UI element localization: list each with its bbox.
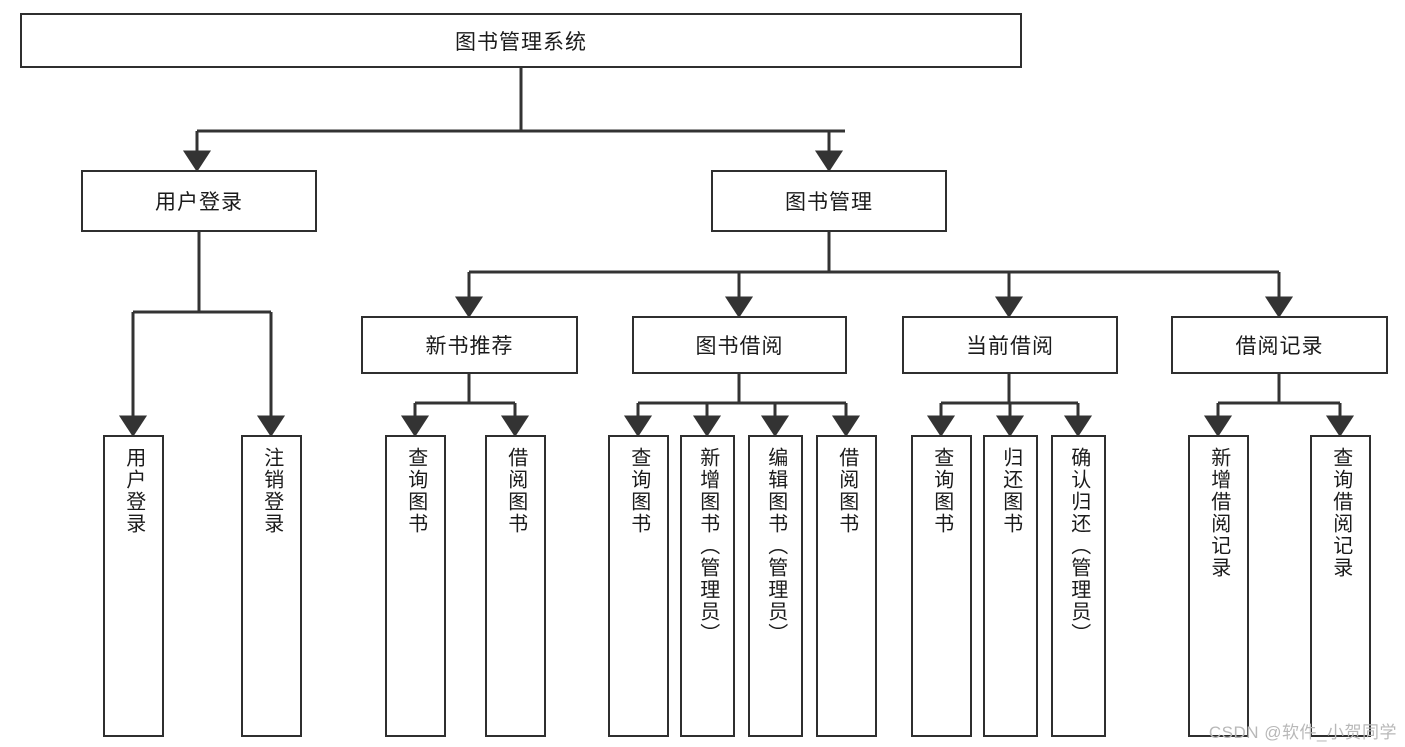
node-user-login[interactable]: 用户登录 [81, 170, 317, 232]
node-leaf-add-borrow-record[interactable]: 新增借阅记录 [1188, 435, 1249, 737]
node-label: 查询图书 [627, 447, 650, 535]
node-label: 图书管理 [785, 191, 873, 214]
node-root-book-management-system[interactable]: 图书管理系统 [20, 13, 1022, 68]
node-leaf-borrow-book-recommend[interactable]: 借阅图书 [485, 435, 546, 737]
node-label: 当前借阅 [966, 335, 1054, 358]
node-label: 用户登录 [155, 191, 243, 214]
node-label: 查询图书 [404, 447, 427, 535]
node-leaf-borrow-book[interactable]: 借阅图书 [816, 435, 877, 737]
node-new-book-recommend[interactable]: 新书推荐 [361, 316, 578, 374]
node-leaf-confirm-return-admin[interactable]: 确认归还（管理员） [1051, 435, 1106, 737]
node-label: 图书借阅 [695, 335, 784, 358]
node-leaf-query-borrow-record[interactable]: 查询借阅记录 [1310, 435, 1371, 737]
node-label: 用户登录 [122, 447, 145, 535]
node-leaf-add-book-admin[interactable]: 新增图书（管理员） [680, 435, 735, 737]
node-leaf-query-book-borrow[interactable]: 查询图书 [608, 435, 669, 737]
node-label: 查询借阅记录 [1329, 447, 1352, 579]
node-label: 借阅图书 [504, 447, 527, 535]
node-leaf-logout-login[interactable]: 注销登录 [241, 435, 302, 737]
node-current-borrow[interactable]: 当前借阅 [902, 316, 1118, 374]
node-label: 借阅图书 [835, 447, 858, 535]
node-label: 图书管理系统 [455, 30, 587, 54]
node-label: 编辑图书（管理员） [764, 447, 787, 645]
node-book-borrow[interactable]: 图书借阅 [632, 316, 847, 374]
node-label: 借阅记录 [1235, 335, 1324, 358]
csdn-watermark: CSDN @软件_小贺同学 [1208, 723, 1397, 742]
node-label: 归还图书 [999, 447, 1022, 535]
node-label: 新增借阅记录 [1207, 447, 1230, 579]
node-leaf-user-login[interactable]: 用户登录 [103, 435, 164, 737]
node-leaf-query-book-current[interactable]: 查询图书 [911, 435, 972, 737]
node-label: 注销登录 [260, 447, 283, 535]
node-leaf-edit-book-admin[interactable]: 编辑图书（管理员） [748, 435, 803, 737]
node-leaf-return-book[interactable]: 归还图书 [983, 435, 1038, 737]
node-label: 新书推荐 [425, 335, 514, 358]
node-book-management[interactable]: 图书管理 [711, 170, 947, 232]
node-label: 确认归还（管理员） [1067, 447, 1090, 645]
node-label: 新增图书（管理员） [696, 447, 719, 645]
node-leaf-query-book-recommend[interactable]: 查询图书 [385, 435, 446, 737]
node-label: 查询图书 [930, 447, 953, 535]
node-borrow-record[interactable]: 借阅记录 [1171, 316, 1388, 374]
